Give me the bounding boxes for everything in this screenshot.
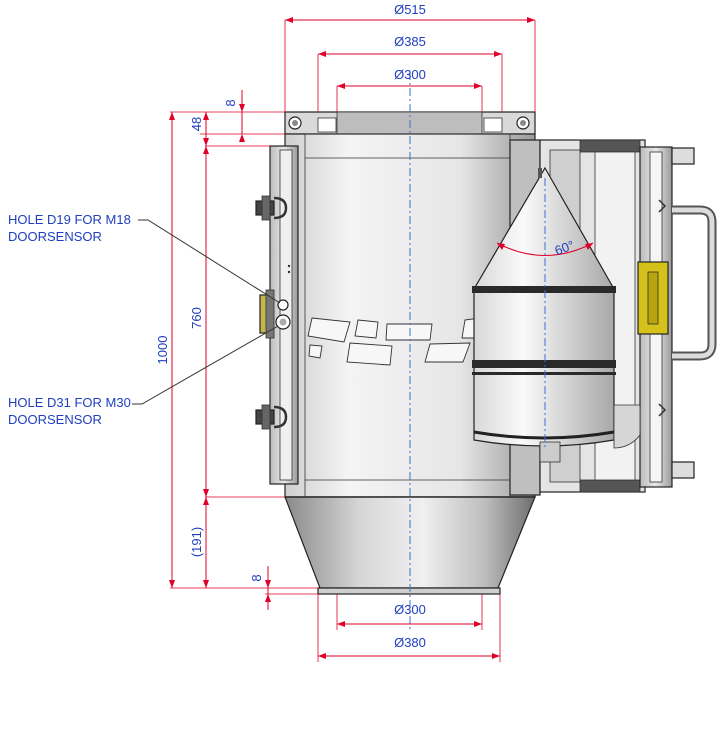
dimension-dia-300-top: Ø300 — [336, 67, 483, 112]
bottom-flange — [317, 587, 501, 595]
note-hole-m18-line1: HOLE D19 FOR M18 — [8, 212, 131, 227]
dim-text-height-760: 760 — [189, 307, 204, 329]
dim-text-height-48: 48 — [189, 117, 204, 131]
dimension-height-8-top: 8 — [223, 90, 245, 142]
door-handle — [672, 205, 717, 361]
dim-text-height-1000: 1000 — [155, 336, 170, 365]
dimension-dia-300-bottom: Ø300 — [336, 594, 483, 630]
dimension-dia-380: Ø380 — [317, 594, 501, 662]
dimension-height-191: (191) — [189, 497, 209, 588]
diverter-band-top — [472, 286, 616, 293]
note-hole-m30: HOLE D31 FOR M30 DOORSENSOR — [8, 325, 279, 427]
diverter-band-middle — [472, 360, 616, 368]
dimension-height-48: 48 — [189, 112, 209, 146]
dimension-dia-515: Ø515 — [284, 2, 536, 112]
dimension-height-8-bottom: 8 — [249, 566, 271, 610]
side-door-assembly — [472, 139, 717, 496]
dim-text-angle-60: 60° — [553, 237, 577, 258]
dim-text-height-191: (191) — [189, 527, 204, 557]
inner-vanes — [307, 317, 481, 366]
dim-text-dia-300-bottom: Ø300 — [394, 602, 426, 617]
note-hole-m18-line2: DOORSENSOR — [8, 229, 102, 244]
dim-text-dia-300-top: Ø300 — [394, 67, 426, 82]
door-clamp-bottom — [255, 404, 288, 430]
dimension-height-760: 760 — [189, 146, 209, 497]
dim-text-dia-515: Ø515 — [394, 2, 426, 17]
dimension-angle-60: 60° — [496, 237, 594, 258]
dimension-height-1000: 1000 — [155, 112, 175, 588]
note-hole-m30-line2: DOORSENSOR — [8, 412, 102, 427]
diverter-cone — [472, 166, 641, 463]
door-clamp-top — [255, 195, 288, 221]
sensor-hole-m18 — [277, 299, 289, 311]
dim-text-dia-380: Ø380 — [394, 635, 426, 650]
dim-text-height-8-bottom: 8 — [249, 574, 264, 581]
dim-text-dia-385: Ø385 — [394, 34, 426, 49]
dimension-dia-385: Ø385 — [317, 34, 503, 112]
note-hole-m30-line1: HOLE D31 FOR M30 — [8, 395, 131, 410]
dim-text-height-8-top: 8 — [223, 99, 238, 106]
note-hole-m18: HOLE D19 FOR M18 DOORSENSOR — [8, 212, 281, 304]
